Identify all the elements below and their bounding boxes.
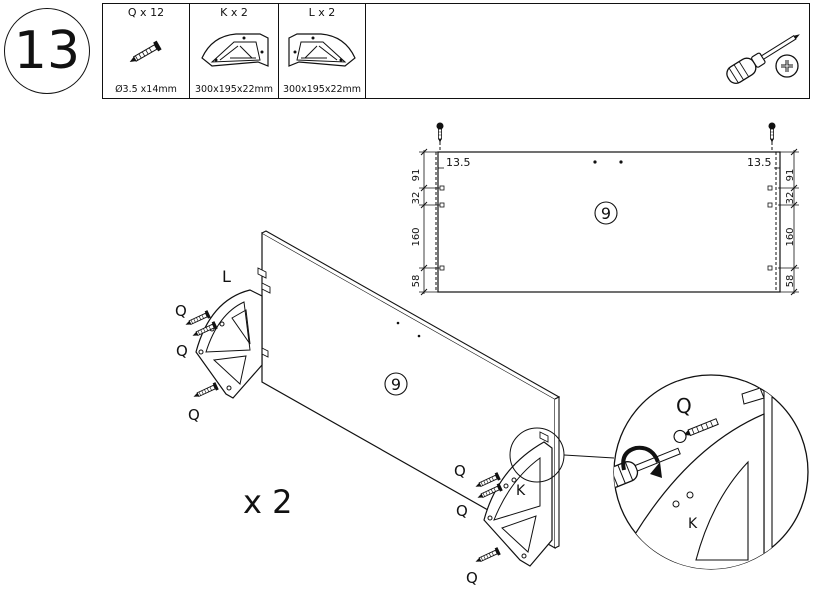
dim-label: 91: [411, 169, 422, 182]
dim-label: 160: [411, 227, 422, 246]
part-q-label: Q x 12: [127, 6, 165, 19]
screw-label: Q: [176, 342, 188, 360]
dim-label: 32: [785, 192, 796, 205]
screw-label: Q: [454, 462, 466, 480]
part-k: K x 2 300x195x22mm: [190, 4, 279, 98]
dim-label: 91: [785, 169, 796, 182]
phillips-screwdriver-icon: [726, 34, 800, 84]
bracket-l: L: [195, 267, 263, 399]
offset-right-label: 13.5: [747, 156, 772, 169]
part-l-dimension: 300x195x22mm: [282, 84, 362, 95]
part-l-label: L x 2: [308, 6, 336, 19]
panel-number: 9: [601, 204, 611, 223]
screw-icon: [191, 381, 220, 401]
dim-label: 160: [785, 227, 796, 246]
screw-label: Q: [188, 406, 200, 424]
screw-icon: [768, 122, 776, 144]
part-k-dimension: 300x195x22mm: [194, 84, 274, 95]
bracket-icon: [201, 33, 269, 67]
offset-left-label: 13.5: [446, 156, 471, 169]
panel-top-view: 91 32 160 58 91 32 160 58 13.5 13.5 9: [411, 122, 799, 296]
bracket-icon: [288, 33, 356, 67]
dim-label: 58: [411, 275, 422, 288]
part-k-label: K x 2: [220, 6, 248, 19]
screw-label: Q: [175, 302, 187, 320]
detail-screw-label: Q: [676, 394, 692, 418]
part-q: Q x 12 Ø3.5 x14mm: [103, 4, 190, 98]
screw-icon: [436, 122, 444, 144]
bracket-k-label: K: [516, 483, 526, 499]
detail-view: Q K: [613, 374, 809, 570]
parts-list: Q x 12 Ø3.5 x14mm K x 2 300x195x22mm L x…: [102, 3, 810, 99]
screw-label: Q: [456, 502, 468, 520]
step-number: 13: [4, 8, 90, 94]
dim-label: 58: [785, 275, 796, 288]
dim-label: 32: [411, 192, 422, 205]
quantity-label: x 2: [243, 483, 292, 521]
bracket-k: K: [483, 441, 553, 567]
part-l: L x 2 300x195x22mm: [279, 4, 366, 98]
panel-number: 9: [391, 375, 401, 394]
part-q-dimension: Ø3.5 x14mm: [115, 84, 177, 95]
screw-icon: [129, 40, 162, 62]
screw-icon: [473, 546, 502, 566]
bracket-l-label: L: [222, 267, 231, 286]
detail-bracket-label: K: [688, 516, 698, 532]
screw-label: Q: [466, 569, 478, 587]
